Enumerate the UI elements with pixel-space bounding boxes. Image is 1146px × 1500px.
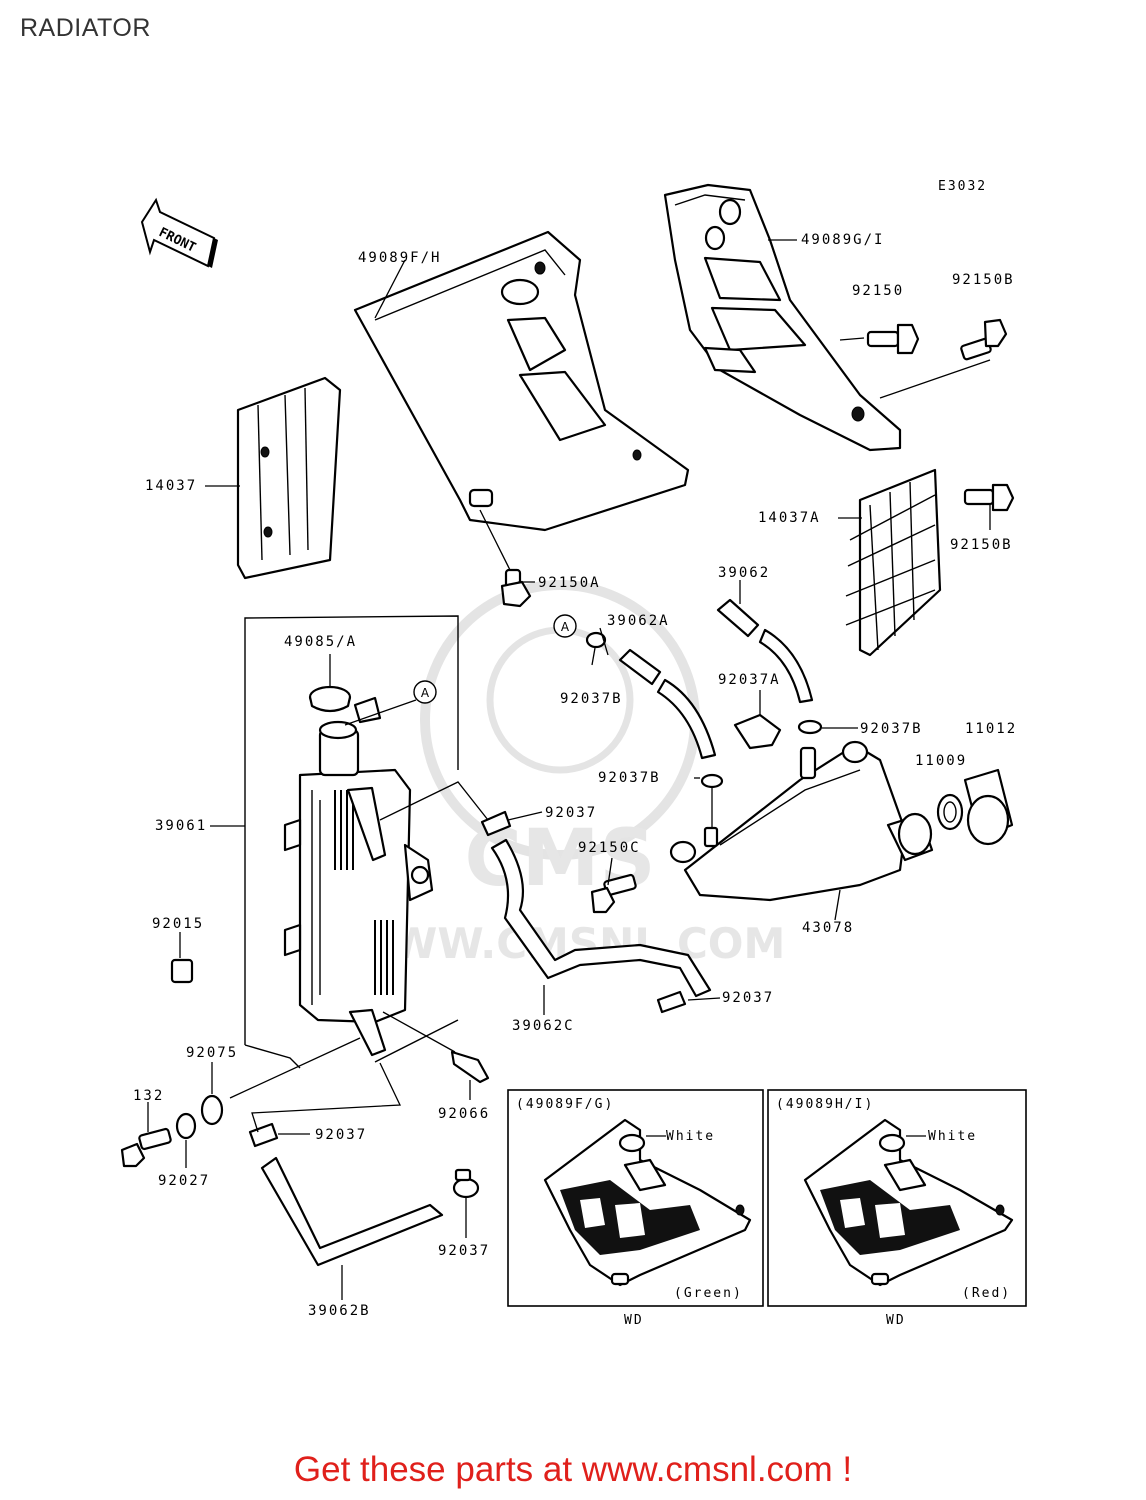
variant-heading: (49089F/G) bbox=[516, 1097, 614, 1112]
bolt-92150a-icon bbox=[500, 568, 532, 608]
variant-code: WD bbox=[624, 1313, 644, 1328]
clamp-92037-2-icon bbox=[656, 990, 687, 1014]
diagram-code: E3032 bbox=[938, 179, 987, 194]
gasket-icon bbox=[936, 793, 964, 831]
part-label: 14037A bbox=[758, 510, 821, 526]
part-label: 92037 bbox=[722, 990, 774, 1006]
variant-panel-green: (49089F/G) White (Green) WD bbox=[507, 1089, 764, 1328]
sensor-92066-icon bbox=[450, 1050, 490, 1084]
radiator-assembly bbox=[244, 615, 459, 1069]
clamp-92037b-2-icon bbox=[797, 719, 823, 735]
radiator-louver-right bbox=[845, 468, 942, 657]
bolt-92150b-top-icon bbox=[960, 318, 1008, 361]
part-label: 92037B bbox=[560, 691, 623, 707]
variant-color: (Red) bbox=[962, 1286, 1011, 1301]
part-label: 39062C bbox=[512, 1018, 575, 1034]
part-label: 39062 bbox=[718, 565, 770, 581]
tank-cap-icon bbox=[963, 768, 1014, 846]
bolt-92150c-icon bbox=[590, 873, 637, 914]
part-label: 92027 bbox=[158, 1173, 210, 1189]
part-label: 132 bbox=[133, 1088, 164, 1104]
part-label: 39062A bbox=[607, 613, 670, 629]
washer-92027-icon bbox=[175, 1112, 197, 1140]
clamp-92037b-1-icon bbox=[585, 631, 607, 649]
part-label: 14037 bbox=[145, 478, 197, 494]
clamp-92037-3-icon bbox=[248, 1122, 279, 1148]
part-label: 49089G/I bbox=[801, 232, 884, 248]
front-arrow-icon: FRONT bbox=[140, 197, 218, 268]
part-label: 43078 bbox=[802, 920, 854, 936]
clamp-92037-4-icon bbox=[452, 1168, 480, 1199]
bolt-92150b-side-icon bbox=[963, 483, 1015, 512]
part-label: 11012 bbox=[965, 721, 1017, 737]
part-label: 92037 bbox=[438, 1243, 490, 1259]
clip-92015-icon bbox=[170, 958, 194, 984]
svg-text:A: A bbox=[421, 686, 430, 700]
part-label: 92037 bbox=[315, 1127, 367, 1143]
part-label: 92075 bbox=[186, 1045, 238, 1061]
part-label: 92150B bbox=[952, 272, 1015, 288]
radiator-shroud-left bbox=[353, 230, 690, 532]
part-label: 92150 bbox=[852, 283, 904, 299]
clamp-92037-1-icon bbox=[480, 810, 512, 837]
leader-lines bbox=[147, 239, 991, 1300]
clamp-92037a-icon bbox=[733, 713, 782, 750]
part-label: 92037B bbox=[598, 770, 661, 786]
hose-39062c bbox=[490, 838, 712, 998]
cta-link[interactable]: Get these parts at www.cmsnl.com ! bbox=[293, 1450, 853, 1489]
clamp-92037b-3-icon bbox=[700, 773, 724, 789]
part-label: 49089F/H bbox=[358, 250, 441, 266]
grommet-92075-icon bbox=[200, 1094, 224, 1126]
radiator-louver-left bbox=[236, 376, 342, 580]
part-label: 11009 bbox=[915, 753, 967, 769]
part-label: 92037B bbox=[860, 721, 923, 737]
part-label: 49085/A bbox=[284, 634, 357, 650]
hose-39062a bbox=[618, 648, 717, 760]
bolt-92150-icon bbox=[866, 323, 920, 355]
decal-note: White bbox=[666, 1129, 715, 1144]
part-label: 92037A bbox=[718, 672, 781, 688]
part-label: 39061 bbox=[155, 818, 207, 834]
part-label: 92066 bbox=[438, 1106, 490, 1122]
variant-color: (Green) bbox=[674, 1286, 743, 1301]
hose-39062b bbox=[260, 1156, 444, 1267]
hose-39062 bbox=[716, 598, 814, 704]
callout-a-hose: A bbox=[553, 614, 577, 638]
part-label: 92150A bbox=[538, 575, 601, 591]
part-labels: 49089F/H 49089G/I 92150 92150B 14037 140… bbox=[133, 232, 1017, 1319]
page-title: RADIATOR bbox=[20, 14, 151, 42]
variant-code: WD bbox=[886, 1313, 906, 1328]
variant-panel-red: (49089H/I) White (Red) WD bbox=[767, 1089, 1027, 1328]
part-label: 92037 bbox=[545, 805, 597, 821]
radiator-guard-right bbox=[663, 183, 902, 452]
part-label: 39062B bbox=[308, 1303, 371, 1319]
svg-text:A: A bbox=[561, 620, 570, 634]
bolt-132-icon bbox=[120, 1127, 172, 1168]
part-label: 92015 bbox=[152, 916, 204, 932]
part-label: 92150B bbox=[950, 537, 1013, 553]
reservoir-tank bbox=[669, 740, 934, 902]
callout-a-radiator: A bbox=[344, 680, 437, 726]
part-label: 92150C bbox=[578, 840, 641, 856]
variant-heading: (49089H/I) bbox=[776, 1097, 874, 1112]
decal-note: White bbox=[928, 1129, 977, 1144]
